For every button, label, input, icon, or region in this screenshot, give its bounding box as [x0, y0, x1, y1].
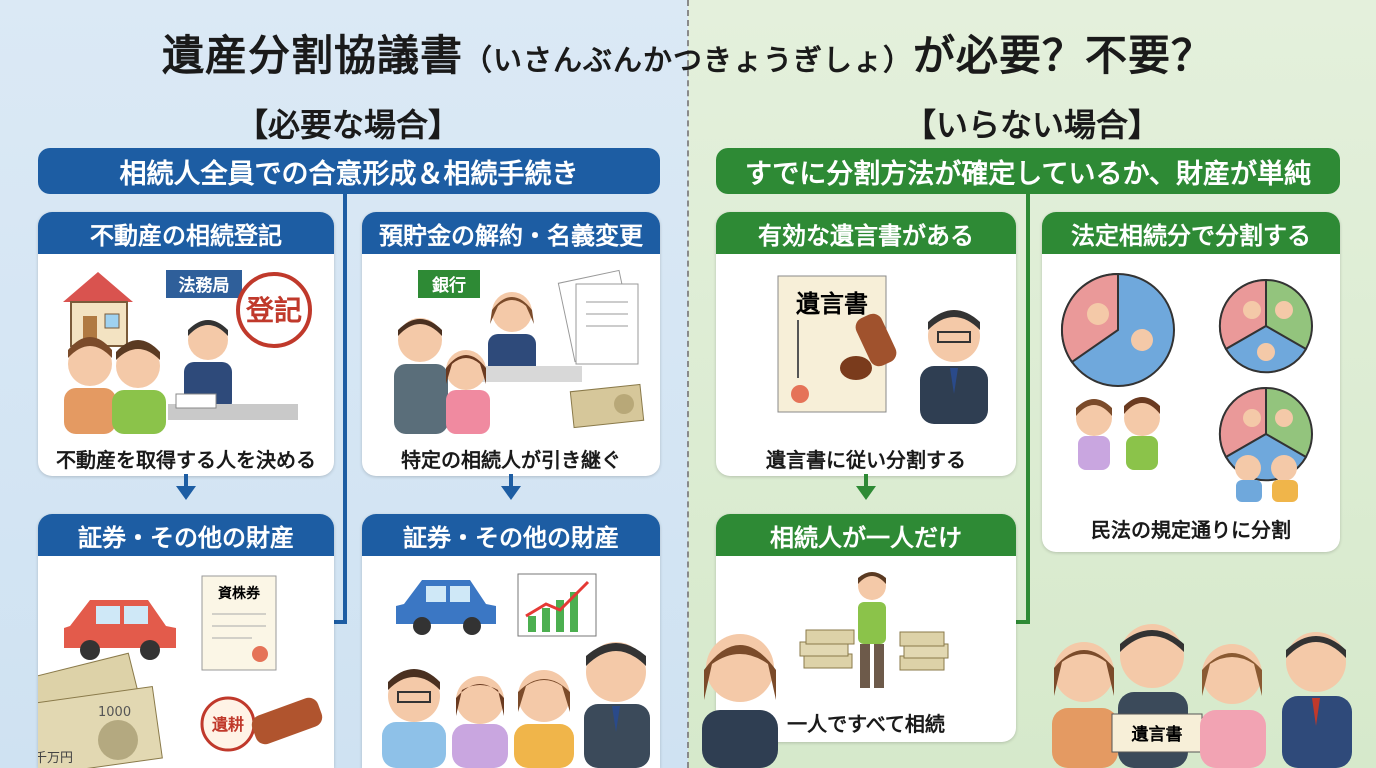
svg-text:遺耕: 遺耕 [212, 715, 244, 734]
banknote-icon: 1000 千万円 [38, 652, 163, 768]
card-header: 証券・その他の財産 [38, 514, 334, 556]
not-required-band: すでに分割方法が確定しているか、財産が単純 [716, 148, 1340, 194]
svg-text:1000: 1000 [98, 705, 131, 720]
down-arrow-icon [176, 486, 196, 500]
card-caption: 特定の相続人が引き継ぐ [401, 448, 621, 472]
people-icon [64, 320, 298, 434]
bank-illustration: 銀行 [394, 269, 645, 434]
card-caption: 遺言書に従い分割する [766, 448, 966, 472]
arrow-stem [184, 474, 188, 488]
securities-illustration [382, 573, 650, 768]
card-header: 法定相続分で分割する [1042, 212, 1340, 254]
svg-text:遺言書: 遺言書 [796, 290, 868, 318]
center-divider [687, 0, 689, 768]
house-icon [63, 272, 133, 347]
page-title: 遺産分割協議書（いさんぶんかつきょうぎしょ）が必要？不要？ [161, 31, 1215, 80]
single-heir-illustration [799, 572, 949, 688]
arrow-stem [864, 474, 868, 488]
lawyer-icon [920, 310, 988, 424]
card-single-heir: 相続人が一人だけ 一人ですべて相続 [716, 514, 1016, 742]
seal-icon: 遺耕 [200, 696, 323, 752]
arrow-stem [509, 474, 513, 488]
svg-text:法務局: 法務局 [179, 275, 230, 296]
card-securities-2: 証券・その他の財産 [362, 514, 660, 768]
stock-certificate-icon: 資株券 [201, 575, 277, 671]
card-securities-1: 証券・その他の財産 資株券 1000 千万円 遺耕 [38, 514, 334, 768]
card-caption: 不動産を取得する人を決める [56, 448, 316, 472]
pie-two-way-icon [1061, 272, 1175, 387]
card-header: 相続人が一人だけ [716, 514, 1016, 556]
svg-text:資株券: 資株券 [218, 585, 261, 602]
required-band: 相続人全員での合意形成＆相続手続き [38, 148, 660, 194]
will-document-icon: 遺言書 [777, 275, 887, 413]
connector-line [1026, 194, 1030, 624]
down-arrow-icon [501, 486, 521, 500]
card-statutory-share: 法定相続分で分割する 民法の規定通りに分割 [1042, 212, 1340, 552]
card-header: 有効な遺言書がある [716, 212, 1016, 254]
statutory-share-illustration [1061, 272, 1313, 502]
svg-text:千万円: 千万円 [38, 751, 73, 766]
stamp-icon: 登記 [236, 272, 312, 348]
connector-line [343, 194, 347, 624]
card-caption: 一人ですべて相続 [787, 712, 945, 736]
connector-line [322, 620, 347, 624]
people-icon [394, 292, 582, 434]
person-icon [858, 572, 886, 688]
card-bank: 預貯金の解約・名義変更 銀行 特定の相続人が引き継ぐ [362, 212, 660, 476]
banknote-icon [569, 383, 645, 429]
car-icon [396, 580, 496, 635]
securities-illustration: 資株券 1000 千万円 遺耕 [38, 575, 323, 768]
card-header: 預貯金の解約・名義変更 [362, 212, 660, 254]
card-caption: 民法の規定通りに分割 [1091, 518, 1291, 542]
svg-text:銀行: 銀行 [432, 275, 466, 296]
family-people-icon [382, 642, 650, 768]
car-icon [64, 600, 176, 660]
children-icon [1076, 397, 1160, 470]
documents-icon [557, 269, 639, 365]
pie-three-way-icon [1218, 278, 1313, 374]
card-real-estate: 不動産の相続登記 法務局 登記 不動産を取得する人を決める [38, 212, 334, 476]
pie-three-way-icon [1218, 386, 1313, 502]
svg-text:登記: 登記 [245, 294, 302, 327]
card-valid-will: 有効な遺言書がある 遺言書 遺言書に従い分割する [716, 212, 1016, 476]
card-header: 証券・その他の財産 [362, 514, 660, 556]
svg-text:遺言書: 遺言書 [1132, 724, 1183, 745]
stock-chart-icon [517, 573, 597, 637]
woman-illustration [702, 634, 778, 768]
required-heading: 【必要な場合】 [236, 106, 461, 144]
not-required-heading: 【いらない場合】 [904, 106, 1161, 144]
card-header: 不動産の相続登記 [38, 212, 334, 254]
down-arrow-icon [856, 486, 876, 500]
money-stack-icon [799, 629, 949, 671]
connector-line [1004, 620, 1030, 624]
real-estate-illustration: 法務局 登記 [63, 270, 312, 434]
will-illustration: 遺言書 [777, 275, 988, 424]
stamp-icon [840, 313, 897, 380]
family-illustration: 遺言書 [1052, 624, 1352, 768]
